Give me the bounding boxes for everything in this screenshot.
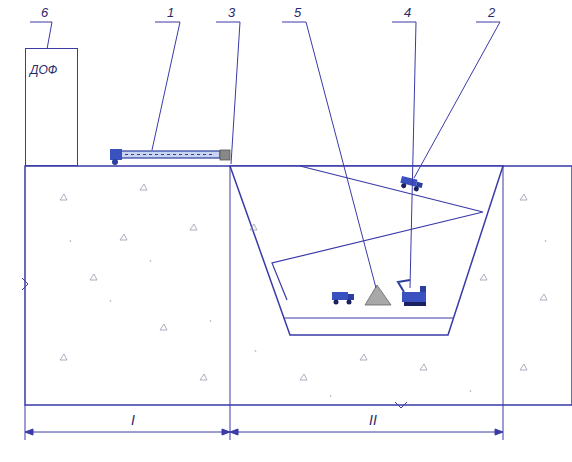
plant-building: ДОФ [25, 48, 78, 166]
ground-block [25, 166, 572, 405]
callout-number: 1 [167, 6, 174, 19]
callout-number: 6 [41, 6, 48, 19]
callout-number: 3 [228, 6, 235, 19]
callout-number: 4 [404, 6, 411, 19]
conveyor [110, 149, 230, 165]
break-mark [395, 402, 407, 408]
excavator [398, 280, 426, 306]
dump-truck [332, 292, 354, 305]
zone-number: II [366, 413, 380, 427]
node-label: ДОФ [30, 63, 73, 77]
zone-number: I [128, 413, 138, 427]
dimension-line [25, 166, 503, 440]
dump-truck [399, 176, 423, 192]
break-mark [22, 278, 28, 290]
callout-number: 5 [294, 6, 301, 19]
rock-pile [365, 285, 391, 305]
ramp-line [272, 166, 483, 300]
rock-texture [60, 184, 547, 397]
leader-line [30, 22, 500, 288]
pit-bench [284, 317, 454, 318]
callout-number: 2 [488, 6, 495, 19]
